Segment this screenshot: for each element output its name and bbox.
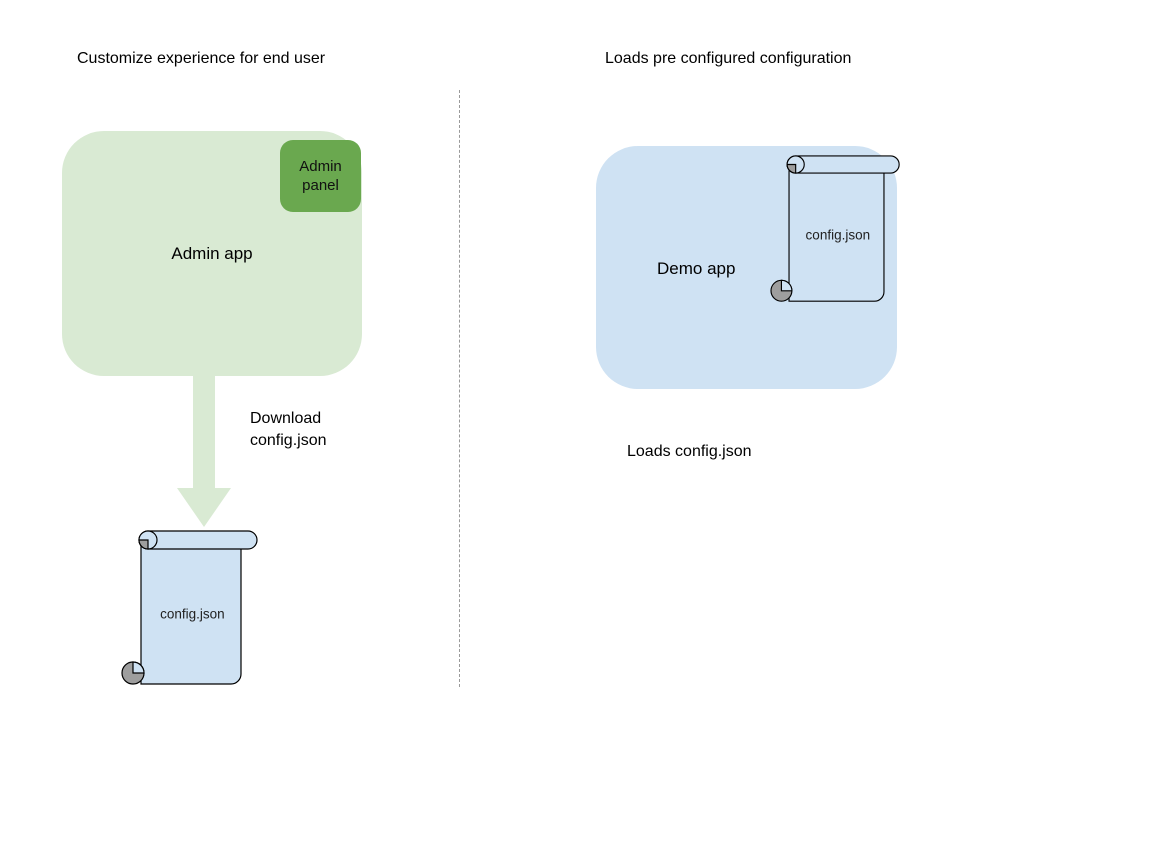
- scroll-icon: [770, 155, 900, 302]
- config-json-scroll-left: config.json: [121, 530, 261, 688]
- config-json-scroll-right: config.json: [770, 155, 903, 305]
- config-json-label-right: config.json: [805, 227, 871, 242]
- loads-config-caption: Loads config.json: [627, 443, 752, 460]
- scroll-body: [140, 539, 242, 685]
- admin-panel-label: Admin panel: [299, 158, 342, 194]
- scroll-top-curl-shade: [138, 539, 149, 550]
- scroll-bottom-curl-notch: [780, 279, 793, 292]
- config-json-label-left: config.json: [160, 606, 225, 622]
- download-config-label: Download config.json: [250, 410, 327, 449]
- arrow-shape: [177, 376, 231, 527]
- demo-app-label: Demo app: [657, 259, 736, 278]
- admin-app-box: Admin panel Admin app: [62, 131, 362, 376]
- right-panel-title: Loads pre configured configuration: [605, 50, 852, 67]
- scroll-top-curl-shade: [786, 163, 797, 174]
- scroll-bottom-curl-notch: [132, 661, 145, 674]
- admin-panel-badge: Admin panel: [280, 140, 361, 212]
- scroll-icon: [121, 530, 258, 685]
- scroll-body: [788, 163, 885, 302]
- left-panel-title: Customize experience for end user: [77, 50, 326, 67]
- admin-app-label: Admin app: [171, 243, 253, 263]
- panel-divider: [459, 90, 460, 687]
- download-arrow-icon: [177, 376, 231, 527]
